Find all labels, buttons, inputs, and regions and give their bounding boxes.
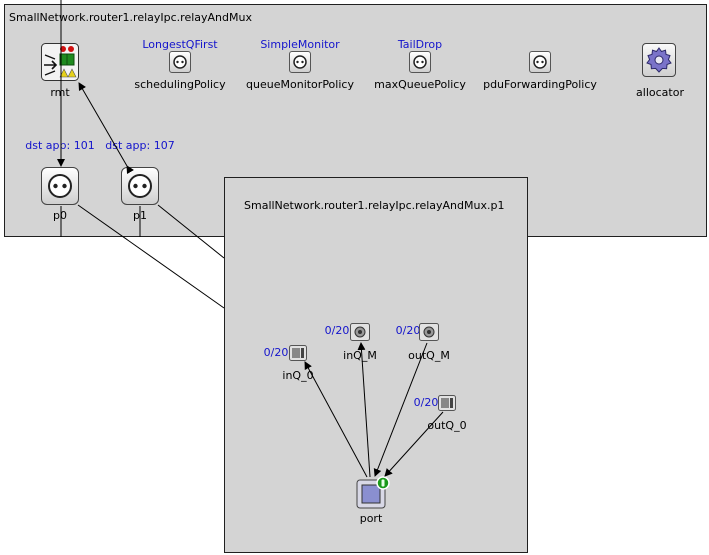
pdu-forwarding-policy-label: pduForwardingPolicy [483, 78, 597, 91]
scheduling-policy-value: LongestQFirst [142, 38, 218, 51]
outq0-queue-icon[interactable] [438, 395, 456, 411]
outqm-queue-icon[interactable] [419, 323, 439, 341]
inq0-queue-icon[interactable] [289, 345, 307, 361]
p1-port-icon[interactable] [121, 167, 159, 205]
max-queue-policy-icon[interactable] [409, 51, 431, 73]
max-queue-policy-value: TailDrop [397, 38, 443, 51]
p1-label: p1 [133, 209, 147, 222]
outqm-label: outQ_M [408, 349, 450, 362]
p0-port-icon[interactable] [41, 167, 79, 205]
queue-monitor-policy-value: SimpleMonitor [260, 38, 340, 51]
p0-dst-label: dst app: 101 [25, 139, 95, 152]
outq0-label: outQ_0 [427, 419, 467, 432]
inqm-count: 0/20 [324, 324, 350, 337]
rmt-label: rmt [50, 86, 70, 99]
inq0-label: inQ_0 [282, 369, 314, 382]
allocator-label: allocator [636, 86, 684, 99]
queue-monitor-policy-icon[interactable] [289, 51, 311, 73]
scheduling-policy-label: schedulingPolicy [134, 78, 226, 91]
leaf-port-icon[interactable] [356, 476, 390, 510]
queue-monitor-policy-label: queueMonitorPolicy [246, 78, 354, 91]
allocator-gear-icon[interactable] [642, 43, 676, 77]
port-label: port [359, 512, 383, 525]
outq0-count: 0/20 [413, 396, 439, 409]
inqm-label: inQ_M [343, 349, 377, 362]
inner-module-title: SmallNetwork.router1.relayIpc.relayAndMu… [244, 199, 505, 212]
pdu-forwarding-policy-icon[interactable] [529, 51, 551, 73]
outer-module-title: SmallNetwork.router1.relayIpc.relayAndMu… [9, 11, 252, 24]
inq0-count: 0/20 [263, 346, 289, 359]
rmt-router-icon[interactable] [41, 43, 79, 81]
scheduling-policy-icon[interactable] [169, 51, 191, 73]
outqm-count: 0/20 [395, 324, 421, 337]
inqm-queue-icon[interactable] [350, 323, 370, 341]
p1-dst-label: dst app: 107 [105, 139, 175, 152]
max-queue-policy-label: maxQueuePolicy [374, 78, 466, 91]
p0-label: p0 [53, 209, 67, 222]
